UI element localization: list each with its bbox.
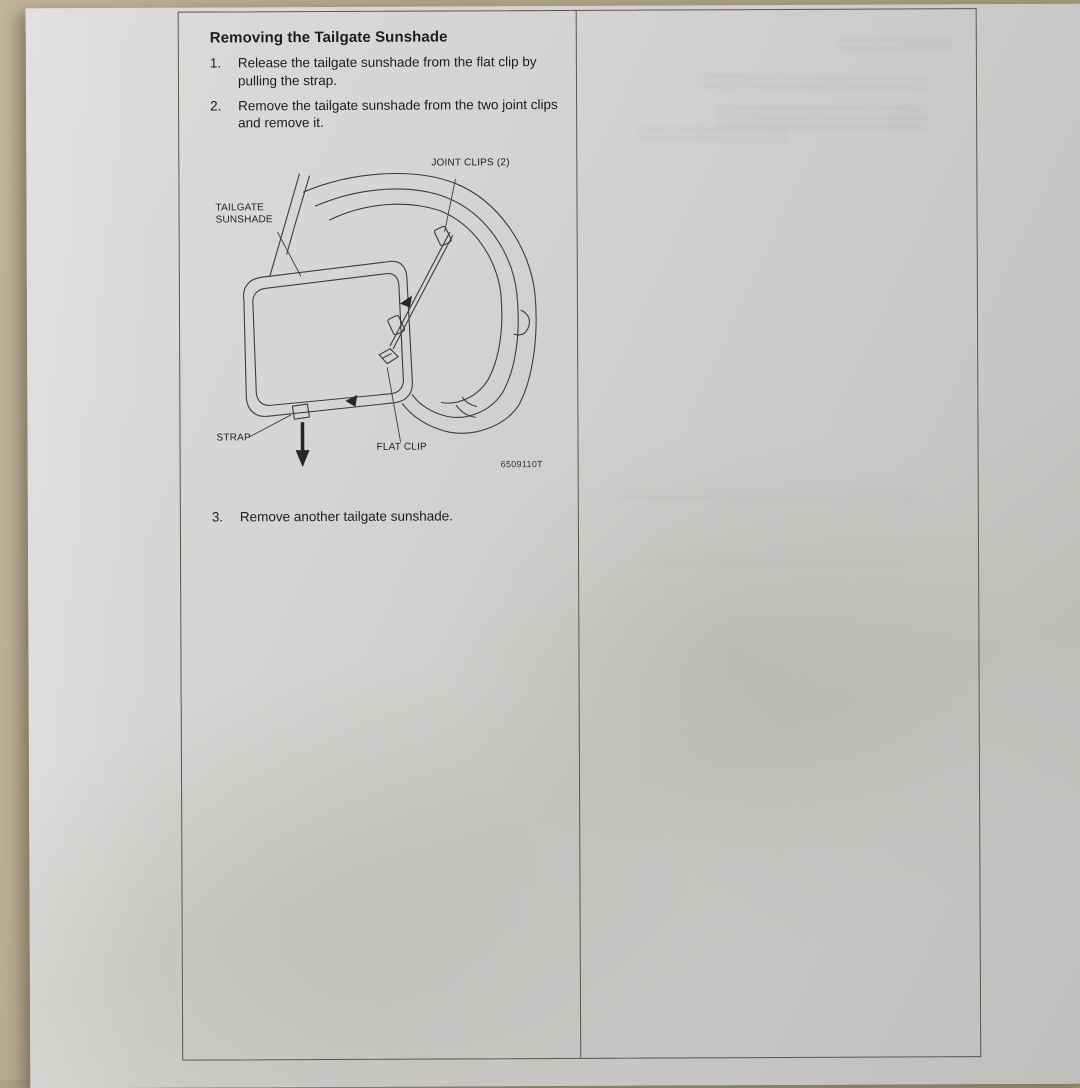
step-number: 2. xyxy=(210,97,228,115)
show-through xyxy=(717,101,927,128)
figure-code: 6509110T xyxy=(501,459,543,470)
document-page: Removing the Tailgate Sunshade 1. Releas… xyxy=(26,4,1080,1088)
step-number: 3. xyxy=(212,509,230,527)
sunshade-inner xyxy=(253,274,404,406)
step-2: 2. Remove the tailgate sunshade from the… xyxy=(210,96,562,133)
step-3: 3. Remove another tailgate sunshade. xyxy=(212,507,564,526)
page-border-frame: Removing the Tailgate Sunshade 1. Releas… xyxy=(178,8,982,1060)
show-through xyxy=(619,489,919,501)
latch-hook xyxy=(514,310,530,335)
left-column: Removing the Tailgate Sunshade 1. Releas… xyxy=(179,11,581,1060)
step-text: Release the tailgate sunshade from the f… xyxy=(238,53,560,90)
blank-column xyxy=(577,9,980,1058)
pillar-lines xyxy=(269,174,309,276)
flat-clip-part xyxy=(379,349,398,364)
step-text: Remove the tailgate sunshade from the tw… xyxy=(238,96,560,133)
label-joint-clips: JOINT CLIPS (2) xyxy=(431,157,509,169)
joint-clip-bottom xyxy=(387,315,405,335)
weatherstrip xyxy=(330,204,503,404)
sunshade-outer xyxy=(243,262,412,417)
section-heading: Removing the Tailgate Sunshade xyxy=(210,28,562,47)
show-through xyxy=(639,554,899,566)
tailgate-figure: JOINT CLIPS (2) TAILGATE SUNSHADE STRAP … xyxy=(203,153,564,485)
step-text: Remove another tailgate sunshade. xyxy=(240,507,562,526)
label-tailgate-sunshade: TAILGATE SUNSHADE xyxy=(215,202,272,225)
label-strap: STRAP xyxy=(217,433,251,445)
show-through xyxy=(697,75,927,88)
step-1: 1. Release the tailgate sunshade from th… xyxy=(210,53,562,90)
step-number: 1. xyxy=(210,54,228,72)
label-flat-clip: FLAT CLIP xyxy=(377,442,427,454)
show-through xyxy=(839,37,951,51)
show-through xyxy=(637,128,787,141)
